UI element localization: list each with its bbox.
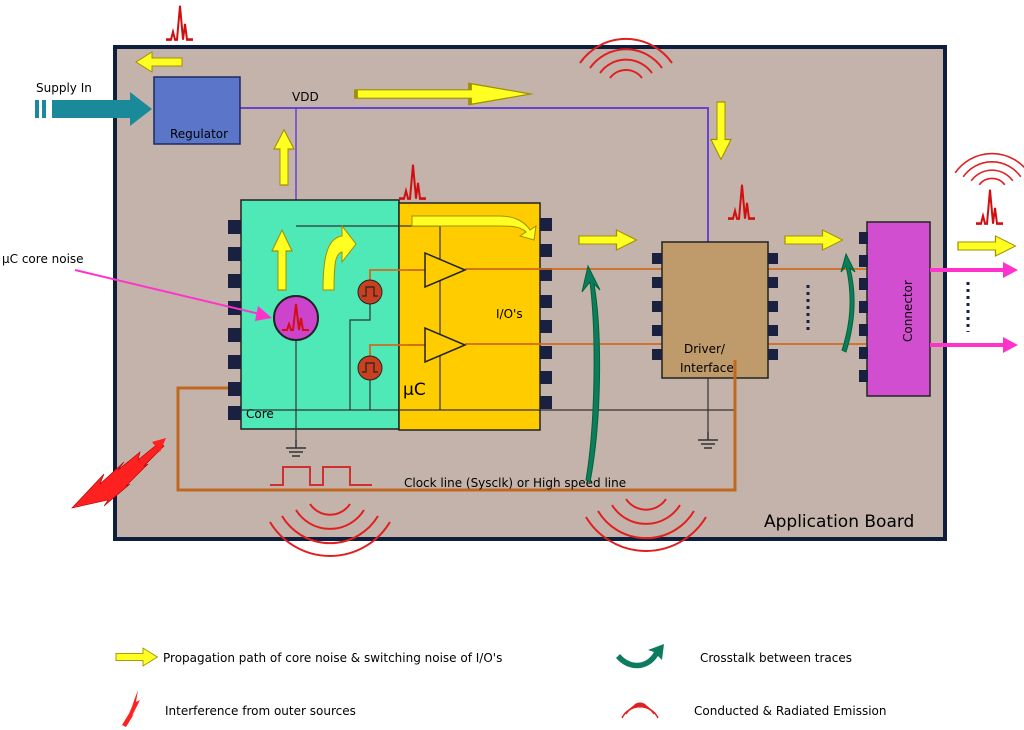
pulse-source-top <box>357 279 383 305</box>
legend-interference-text: Interference from outer sources <box>165 704 356 718</box>
crosstalk-arrow-short <box>840 252 856 353</box>
uc-right-pins <box>540 218 552 409</box>
core-noise-label: µC core noise <box>2 252 84 266</box>
emission-right <box>954 152 1024 186</box>
crosstalk-arrow-long <box>581 264 601 483</box>
propagation-arrow-curve-io <box>411 215 537 241</box>
legend-emission-text: Conducted & Radiated Emission <box>694 704 886 718</box>
legend-crosstalk-text: Crosstalk between traces <box>700 651 852 665</box>
legend-crosstalk-icon <box>616 644 664 669</box>
noise-spike-out <box>974 188 1005 225</box>
legend-propagation-text: Propagation path of core noise & switchi… <box>163 651 502 665</box>
uc-label: µC <box>403 380 426 400</box>
supply-in-arrow <box>35 92 152 126</box>
uc-block <box>398 202 541 431</box>
vdd-line <box>240 107 709 243</box>
legend-emission-icon <box>621 702 659 719</box>
application-board-label: Application Board <box>764 512 914 532</box>
regulator-label: Regulator <box>170 127 228 141</box>
driver-label-line2: Interface <box>680 361 734 375</box>
clock-waveform <box>270 466 372 486</box>
propagation-arrow-out <box>957 235 1017 257</box>
core-noise-source <box>273 295 319 341</box>
driver-interface-block <box>661 241 769 379</box>
io-buffer-bottom <box>424 326 467 364</box>
output-arrows <box>930 262 1018 353</box>
driver-label-line1: Driver/ <box>684 342 726 356</box>
noise-spike-top <box>164 4 195 41</box>
core-noise-pointer <box>74 269 272 321</box>
connector-block <box>866 221 931 397</box>
ios-label: I/O's <box>496 307 523 321</box>
clock-line <box>176 360 737 492</box>
legend-propagation-icon <box>115 647 158 667</box>
legend: Propagation path of core noise & switchi… <box>115 644 886 727</box>
legend-interference-icon <box>122 690 140 727</box>
connector-pins <box>859 232 868 382</box>
propagation-arrow-curve-core <box>322 224 357 291</box>
driver-pins <box>652 253 778 360</box>
regulator-block <box>153 76 241 145</box>
connector-label: Connector <box>901 280 915 342</box>
pulse-source-bottom <box>357 355 383 381</box>
vdd-label: VDD <box>292 90 319 104</box>
core-label: Core <box>246 407 274 421</box>
interference-bolt <box>71 438 166 509</box>
supply-in-label: Supply In <box>36 81 92 95</box>
io-buffer-top <box>424 251 467 289</box>
clock-line-label: Clock line (Sysclk) or High speed line <box>404 476 626 490</box>
